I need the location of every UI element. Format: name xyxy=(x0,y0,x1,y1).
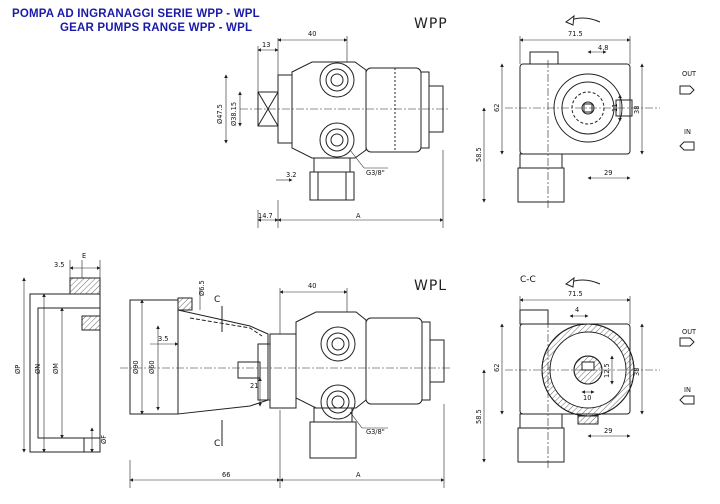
out-arrow-icon xyxy=(679,85,695,95)
dim-wpl-38: 38 xyxy=(633,368,641,376)
wpp-front-fitting xyxy=(517,167,565,203)
dim-wpl-60: Ø60 xyxy=(148,360,156,374)
dim-wpl-10: 10 xyxy=(583,394,591,402)
wpp-label: WPP xyxy=(414,16,448,32)
dim-wpp-58-5: 58.5 xyxy=(475,147,483,162)
dim-wpp-14-7: 14.7 xyxy=(258,212,273,220)
wpl-fitting xyxy=(309,421,357,459)
dim-wpl-6-5: Ø6.5 xyxy=(198,280,206,296)
dim-wpp-thread: G3/8" xyxy=(366,169,385,177)
dim-wpl-71-5: 71.5 xyxy=(568,290,583,298)
wpl-bell-flange xyxy=(129,299,179,415)
dim-wpl-12-5: 12.5 xyxy=(603,363,611,378)
dim-wpp-38: 38 xyxy=(633,106,641,114)
wpp-fitting xyxy=(309,171,355,201)
wpl-cover xyxy=(365,317,423,405)
dim-wpp-4-8: 4.8 xyxy=(598,44,609,52)
dim-wpp-38-15: Ø38.15 xyxy=(230,102,238,126)
dim-wpl-a: A xyxy=(356,471,361,479)
wpl-port-upper xyxy=(320,326,356,362)
dim-wpl-thread: G3/8" xyxy=(366,428,385,436)
out-arrow-icon-2 xyxy=(679,337,695,347)
dim-wpl-90: Ø90 xyxy=(132,360,140,374)
wpl-label: WPL xyxy=(414,278,447,294)
dim-wpl-n: ØN xyxy=(34,364,42,374)
dim-wpp-3-2: 3.2 xyxy=(286,171,297,179)
dim-wpp-40: 40 xyxy=(308,30,316,38)
dim-wpl-40: 40 xyxy=(308,282,316,290)
dim-wpl-29: 29 xyxy=(604,427,612,435)
port-in-label-2: IN xyxy=(684,386,691,394)
wpl-side-view xyxy=(120,288,450,488)
in-arrow-icon xyxy=(679,141,695,151)
wpp-port-lower xyxy=(319,122,355,158)
dim-wpp-a: A xyxy=(356,212,361,220)
dim-wpl-e: E xyxy=(82,252,86,260)
wpl-port-lower xyxy=(320,384,356,420)
port-out-label: OUT xyxy=(682,70,697,78)
dim-wpp-29: 29 xyxy=(604,169,612,177)
wpp-front-body xyxy=(519,63,631,155)
dim-wpl-62: 62 xyxy=(493,364,501,372)
port-in-label: IN xyxy=(684,128,691,136)
wpl-flange-view xyxy=(22,260,101,453)
dim-wpp-62: 62 xyxy=(493,104,501,112)
dim-wpp-11: 11 xyxy=(611,104,619,112)
dim-wpp-13: 13 xyxy=(262,41,270,49)
dim-wpp-47-5: Ø47.5 xyxy=(216,104,224,124)
title-italian: POMPA AD INGRANAGGI SERIE WPP - WPL xyxy=(12,8,260,20)
dim-wpl-p: ØP xyxy=(14,365,22,374)
dim-wpl-66: 66 xyxy=(222,471,230,479)
dim-wpl-21: 21 xyxy=(250,382,258,390)
wpp-side-view xyxy=(224,36,450,228)
section-mark-bottom: C xyxy=(214,439,220,449)
wpp-port-upper xyxy=(319,62,355,98)
dim-wpl-3-5b: 3.5 xyxy=(158,335,169,343)
port-out-label-2: OUT xyxy=(682,328,697,336)
dim-wpl-4: 4 xyxy=(575,306,579,314)
dim-wpl-m: ØM xyxy=(52,363,60,374)
dim-wpl-58-5: 58.5 xyxy=(475,409,483,424)
wpp-cover xyxy=(365,67,422,153)
dim-wpl-3-5a: 3.5 xyxy=(54,261,65,269)
wpp-front-view xyxy=(482,14,695,210)
in-arrow-icon-2 xyxy=(679,395,695,405)
dim-wpl-f: ØF xyxy=(100,435,108,444)
wpl-section-view xyxy=(482,276,695,470)
dim-wpp-71-5: 71.5 xyxy=(568,30,583,38)
section-mark-top: C xyxy=(214,295,220,305)
wpp-pump-body xyxy=(291,61,367,159)
section-label: C-C xyxy=(520,275,536,285)
title-english: GEAR PUMPS RANGE WPP - WPL xyxy=(60,22,253,34)
